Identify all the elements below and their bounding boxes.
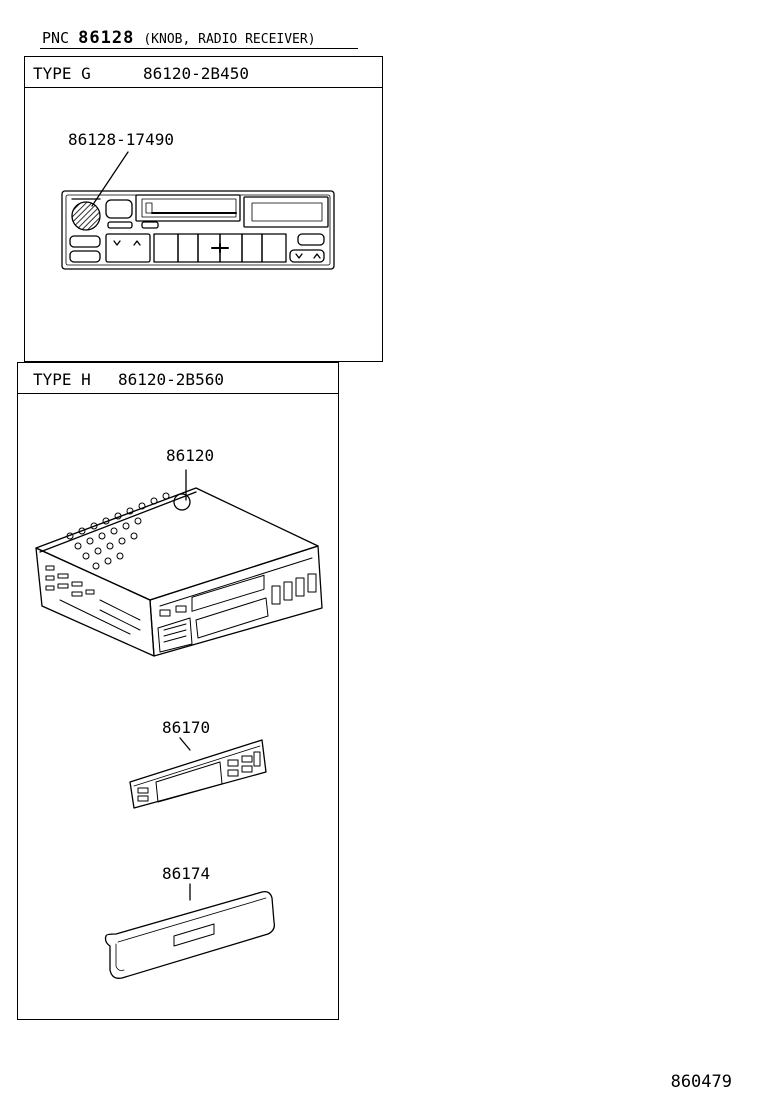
pnc-label: PNC	[42, 29, 70, 47]
pnc-header: PNC 86128 (KNOB, RADIO RECEIVER)	[42, 30, 316, 47]
type-h-part-number: 86120-2B560	[118, 370, 224, 389]
callout-86120: 86120	[166, 446, 215, 465]
type-g-label: TYPE G	[33, 64, 91, 83]
radio-receiver-86120	[35, 469, 323, 657]
callout-86128-17490: 86128-17490	[68, 130, 174, 149]
pnc-number: 86128	[78, 28, 135, 48]
callout-86170: 86170	[162, 718, 211, 737]
radio-front-type-g	[61, 151, 335, 270]
type-h-label: TYPE H	[33, 370, 91, 389]
pnc-description: (KNOB, RADIO RECEIVER)	[143, 32, 316, 47]
case-86174	[104, 883, 276, 979]
illustration-code: 860479	[670, 1072, 732, 1092]
knob-part-86128	[71, 201, 101, 231]
panel-type-h: TYPE H 86120-2B560	[17, 362, 339, 1020]
callout-86174: 86174	[162, 864, 211, 883]
panel-type-g-header: TYPE G 86120-2B450	[25, 57, 382, 88]
panel-type-h-header: TYPE H 86120-2B560	[18, 363, 338, 394]
panel-type-g: TYPE G 86120-2B450	[24, 56, 383, 362]
faceplate-86170	[129, 737, 267, 809]
header-underline	[40, 48, 358, 49]
type-g-part-number: 86120-2B450	[143, 64, 249, 83]
